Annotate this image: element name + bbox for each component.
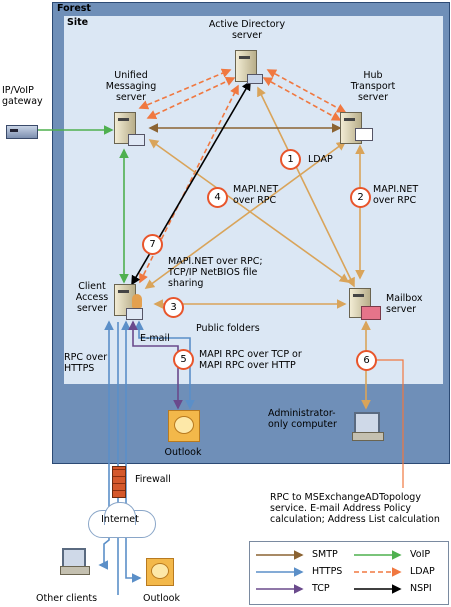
unified-messaging-server-icon (112, 112, 145, 148)
hub-transport-server-icon (338, 112, 373, 148)
label-rpc-ms: RPC to MSExchangeADTopology service. E-m… (270, 492, 440, 525)
ip-voip-gateway-icon (6, 121, 38, 139)
label-mapi-rpc-2: MAPI.NET over RPC (373, 184, 419, 206)
legend-https-label: HTTPS (312, 566, 343, 577)
active-directory-label: Active Directory server (208, 19, 286, 41)
unified-messaging-label: Unified Messaging server (105, 70, 157, 103)
legend-ldap-label: LDAP (410, 566, 435, 577)
other-clients-label: Other clients (36, 593, 98, 604)
outlook-outside-icon (146, 558, 174, 586)
legend-tcp-label: TCP (312, 583, 330, 594)
legend: SMTP HTTPS TCP VoIP LDAP NSPI (249, 541, 449, 605)
rpc-callout-line (374, 359, 404, 488)
client-access-server-icon (112, 284, 146, 320)
ldap-ad-hub-1 (266, 69, 347, 113)
label-email: E-mail (140, 333, 170, 344)
badge-6: 6 (356, 350, 377, 371)
legend-swatches (256, 550, 402, 594)
mailbox-label: Mailbox server (386, 293, 423, 315)
firewall-label: Firewall (135, 474, 171, 485)
outlook-inside-icon (166, 410, 200, 442)
badge-2: 2 (350, 187, 371, 208)
active-directory-server-icon (231, 50, 263, 84)
mailbox-server-icon (347, 288, 381, 322)
badge-1: 1 (280, 149, 301, 170)
https-line-2 (121, 320, 142, 583)
client-access-label: Client Access server (75, 281, 109, 314)
admin-computer-label: Administrator- only computer (268, 408, 337, 430)
label-rpc-https: RPC over HTTPS (64, 352, 108, 374)
internet-cloud-icon (88, 502, 156, 540)
legend-voip-label: VoIP (410, 549, 431, 560)
badge-7: 7 (142, 234, 163, 255)
legend-nspi-label: NSPI (410, 583, 432, 594)
site-label: Site (67, 17, 89, 28)
https-line-3 (98, 320, 114, 570)
label-public-folders: Public folders (196, 323, 260, 334)
label-mapi-rpc-4: MAPI.NET over RPC (233, 184, 279, 206)
legend-smtp-label: SMTP (312, 549, 338, 560)
label-ldap: LDAP (308, 154, 333, 165)
forest-label: Forest (57, 3, 91, 14)
badge-4: 4 (207, 187, 228, 208)
internet-label: Internet (101, 514, 139, 525)
outlook-outside-label: Outlook (143, 593, 180, 604)
label-mapi-5: MAPI RPC over TCP or MAPI RPC over HTTP (199, 349, 302, 371)
outlook-inside-label: Outlook (164, 447, 202, 458)
other-clients-icon (58, 546, 96, 580)
tcp-email (128, 320, 183, 410)
firewall-icon (112, 466, 126, 498)
hub-transport-label: Hub Transport server (350, 70, 396, 103)
ip-voip-gateway-label: IP/VoIP gateway (2, 85, 43, 107)
label-mapi-7: MAPI.NET over RPC; TCP/IP NetBIOS file s… (168, 256, 263, 289)
badge-3: 3 (163, 297, 184, 318)
admin-computer-icon (350, 408, 386, 442)
ldap-ad-hub-2 (262, 77, 342, 121)
badge-5: 5 (173, 349, 194, 370)
